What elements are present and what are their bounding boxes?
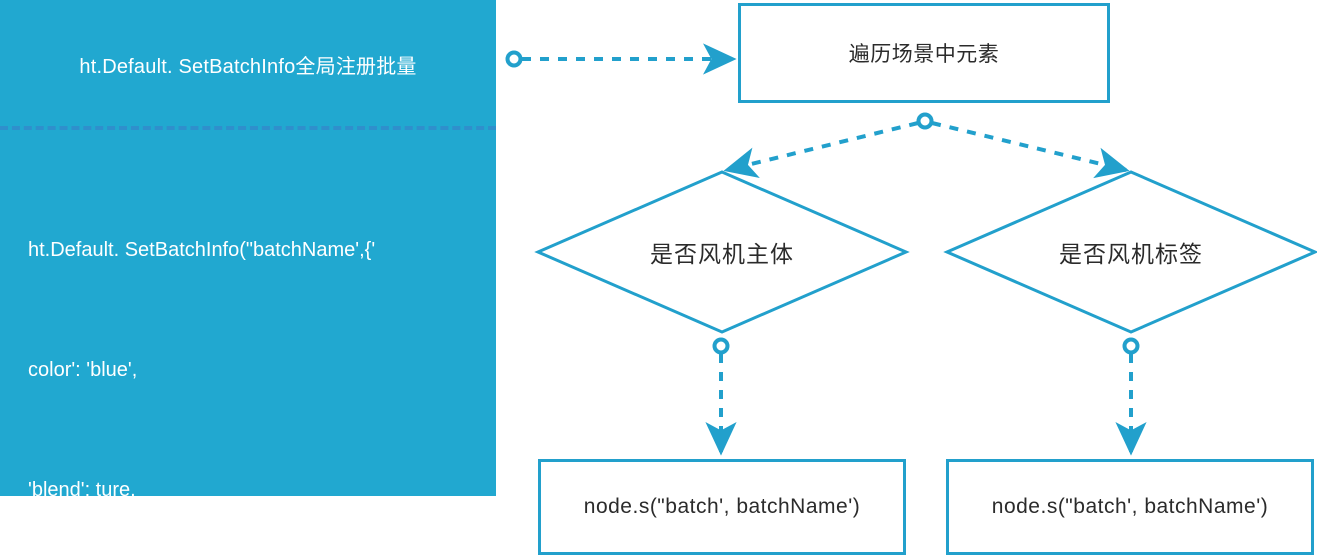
connector-branch-circle-icon	[916, 112, 934, 130]
connector-traverse-branch-hub	[916, 112, 934, 130]
diamond-shape-right	[943, 170, 1317, 334]
code-panel-title: ht.Default. SetBatchInfo全局注册批量	[79, 55, 417, 78]
code-line-2: color': 'blue',	[28, 359, 138, 381]
code-panel: ht.Default. SetBatchInfo全局注册批量 ht.Defaul…	[0, 0, 496, 501]
code-panel-divider	[0, 126, 496, 130]
connector-line	[723, 121, 919, 178]
code-line-1: ht.Default. SetBatchInfo("batchName',{'	[28, 239, 376, 261]
node-result-left[interactable]: node.s("batch', batchName')	[538, 459, 906, 555]
node-traverse-scene-elements-label: 遍历场景中元素	[848, 43, 1000, 66]
node-traverse-scene-elements[interactable]: 遍历场景中元素	[738, 3, 1110, 103]
connector-traverse-to-decision-left	[723, 121, 919, 178]
connector-start-circle-icon	[1122, 337, 1140, 355]
connector-decision-left-to-result-left	[705, 337, 737, 456]
node-result-right-label: node.s("batch', batchName')	[991, 495, 1269, 518]
connector-panel-to-traverse	[505, 43, 737, 75]
connector-traverse-to-decision-right	[931, 121, 1130, 179]
connector-start-circle-icon	[505, 50, 523, 68]
node-decision-is-turbine-label[interactable]: 是否风机标签	[943, 170, 1317, 334]
code-line-3: 'blend': ture,	[28, 479, 136, 501]
connector-line	[931, 121, 1130, 179]
diamond-shape-left	[534, 170, 910, 334]
node-result-left-label: node.s("batch', batchName')	[583, 495, 861, 518]
node-result-right[interactable]: node.s("batch', batchName')	[946, 459, 1314, 555]
node-decision-is-turbine-body[interactable]: 是否风机主体	[534, 170, 910, 334]
connector-decision-right-to-result-right	[1115, 337, 1147, 456]
connector-start-circle-icon	[712, 337, 730, 355]
code-panel-body: ht.Default. SetBatchInfo("batchName',{' …	[28, 150, 488, 558]
